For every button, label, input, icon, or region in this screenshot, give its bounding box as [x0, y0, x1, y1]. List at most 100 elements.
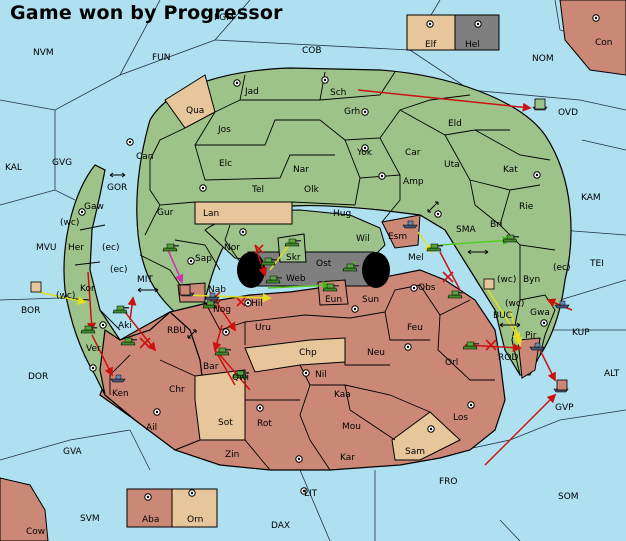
label-gvp: GVP	[555, 403, 574, 413]
label-kup: KUP	[572, 328, 590, 338]
label-obs: Obs	[418, 283, 436, 293]
label-orl: Orl	[445, 358, 458, 368]
label-sch: Sch	[330, 88, 346, 98]
label-chp: Chp	[299, 348, 317, 358]
label-buc: BUC	[493, 311, 512, 321]
label-rot: Rot	[257, 419, 272, 429]
label-her: Her	[68, 243, 84, 253]
label-aba: Aba	[142, 515, 159, 525]
label-ail: Ail	[146, 423, 157, 433]
label-rbu: RBU	[167, 326, 186, 336]
label-nar: Nar	[293, 165, 309, 175]
label-tel: Tel	[251, 185, 264, 195]
label-mvu: MVU	[36, 243, 57, 253]
label-dax: DAX	[271, 521, 290, 531]
order-arrows	[37, 89, 573, 466]
label-gwa: Gwa	[530, 308, 550, 318]
label-hel: Hel	[465, 40, 480, 50]
label-feu: Feu	[407, 323, 423, 333]
home-nab	[179, 284, 191, 296]
label-aki: Aki	[118, 321, 132, 331]
label-gva: GVA	[63, 447, 83, 457]
game-result-title: Game won by Progressor	[10, 2, 283, 24]
label-ovd: OVD	[558, 108, 578, 118]
label-chr: Chr	[169, 385, 185, 395]
label-kor: Kor	[80, 284, 95, 294]
label-sun: Sun	[362, 295, 379, 305]
label-gur: Gur	[157, 208, 174, 218]
label-lit: LIT	[304, 489, 318, 499]
label-bor: BOR	[21, 306, 40, 316]
label-nil: Nil	[315, 370, 327, 380]
label-uru: Uru	[255, 323, 271, 333]
passage-markers	[109, 172, 521, 339]
label-sap: Sap	[195, 254, 212, 264]
label-ec1: (ec)	[102, 243, 120, 253]
label-svm: SVM	[80, 514, 100, 524]
label-wc1: (wc)	[60, 218, 79, 228]
label-fun: FUN	[152, 53, 171, 63]
black-hole-east	[362, 252, 390, 288]
home-bor	[30, 281, 42, 293]
label-byn: Byn	[523, 275, 540, 285]
label-neu: Neu	[367, 348, 385, 358]
label-cob: COB	[302, 46, 322, 56]
label-alt: ALT	[604, 369, 620, 379]
label-zin: Zin	[225, 450, 239, 460]
label-amp: Amp	[403, 177, 424, 187]
region-cow[interactable]	[0, 477, 49, 541]
label-esm: Esm	[388, 232, 407, 242]
region-con[interactable]	[559, 0, 626, 76]
label-dor: DOR	[28, 372, 48, 382]
label-olk: Olk	[304, 185, 320, 195]
label-nor: Nor	[224, 243, 240, 253]
label-rie: Rie	[519, 202, 534, 212]
label-ec2: (ec)	[110, 265, 128, 275]
label-wc4: (wc)	[505, 299, 524, 309]
home-ovd	[534, 98, 546, 110]
label-kat: Kat	[503, 165, 518, 175]
label-ken: Ken	[112, 389, 129, 399]
failed-order-marks	[139, 244, 497, 351]
label-elc: Elc	[219, 159, 232, 169]
label-eun: Eun	[325, 295, 342, 305]
label-sot: Sot	[218, 418, 233, 428]
label-skr: Skr	[286, 253, 301, 263]
label-elf: Elf	[425, 40, 437, 50]
label-sam: Sam	[405, 447, 425, 457]
label-kaa: Kaa	[334, 390, 351, 400]
label-web: Web	[286, 274, 306, 284]
label-ost: Ost	[316, 259, 332, 269]
label-som: SOM	[558, 492, 579, 502]
label-sma: SMA	[456, 225, 476, 235]
label-pir: Pir	[525, 331, 537, 341]
label-ec3: (ec)	[553, 263, 571, 273]
label-wc2: (wc)	[56, 291, 75, 301]
label-mit: MIT	[137, 275, 153, 285]
label-wc3: (wc)	[497, 275, 516, 285]
label-jad: Jad	[244, 87, 259, 97]
region-labels: NVM FUN COB NOM Con Elf Hel FGM KAL GVG …	[5, 13, 620, 537]
label-los: Los	[453, 413, 468, 423]
label-yok: Yok	[356, 148, 373, 158]
label-eld: Eld	[448, 119, 462, 129]
label-bri: Bri	[490, 220, 502, 230]
province-borders	[59, 71, 556, 471]
label-nom: NOM	[532, 54, 554, 64]
label-orn: Orn	[187, 515, 203, 525]
label-wil: Wil	[356, 234, 370, 244]
label-qua: Qua	[186, 106, 204, 116]
label-bar: Bar	[203, 362, 219, 372]
region-sam[interactable]	[391, 411, 461, 461]
label-ver: Ver	[86, 344, 101, 354]
label-nvm: NVM	[33, 48, 54, 58]
label-lan: Lan	[203, 209, 219, 219]
label-cow: Cow	[26, 527, 45, 537]
region-aba[interactable]	[126, 488, 173, 528]
region-lan[interactable]	[194, 201, 293, 225]
label-hug: Hug	[333, 209, 351, 219]
label-hil: Hil	[251, 299, 263, 309]
